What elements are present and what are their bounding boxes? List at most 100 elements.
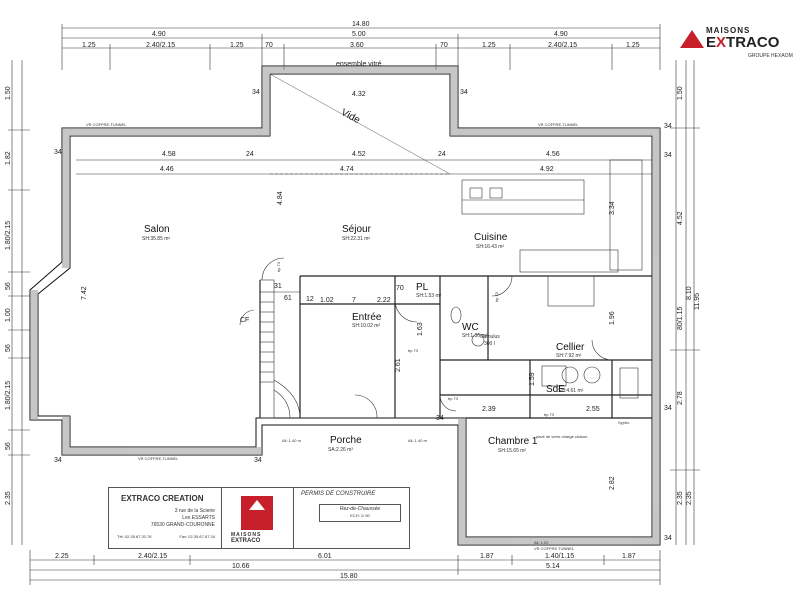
right-dimension-lines — [670, 60, 700, 545]
dim-row-b: 4.92 — [540, 166, 554, 173]
dim-left: 56 — [5, 282, 12, 290]
dim-left: 1.82 — [5, 151, 12, 165]
bp73-label: bp 73 — [448, 396, 459, 401]
room-area: SH:10.02 m² — [352, 323, 380, 329]
brand-logo: MAISONS EXTRACO GROUPE HEXAOM — [680, 26, 798, 66]
bp73-label: bp 73 — [544, 412, 555, 417]
dim-163: 1.63 — [417, 322, 424, 336]
dim-top-row3: 1.25 — [482, 42, 496, 49]
dim-222: 2.22 — [377, 297, 391, 304]
dim-61: 61 — [284, 295, 292, 302]
staircase — [259, 279, 301, 419]
room-area: SH:15.65 m² — [498, 448, 526, 454]
dim-left: 1.80/2.15 — [5, 221, 12, 250]
room-area: SH:7.92 m² — [556, 353, 582, 359]
vr-coffre: VR COFFRE-TUNNEL — [138, 456, 179, 461]
dim-right: 8.10 — [686, 286, 693, 300]
dim-row-a: 24 — [438, 151, 446, 158]
room-name: Porche — [330, 435, 362, 446]
title-block-logo: MAISONS EXTRACO — [221, 488, 294, 548]
dim-159: 1.59 — [529, 372, 536, 386]
dim-left: 56 — [5, 344, 12, 352]
dim-right: 4.52 — [677, 211, 684, 225]
dim-row-a: 4.56 — [546, 151, 560, 158]
company-address: 76530 GRAND-COURONNE — [150, 522, 215, 528]
dim-overall-top: 14.80 — [352, 21, 370, 28]
dim-31: 31 — [274, 283, 282, 290]
dim-34: 34 — [54, 149, 62, 156]
dim-top-row3: 1.25 — [82, 42, 96, 49]
top-dimension-lines — [61, 24, 661, 70]
bottom-dimension-lines — [29, 550, 661, 585]
dim-top-row3: 2.40/2.15 — [146, 42, 175, 49]
dim-top-left: 4.90 — [152, 31, 166, 38]
room-name: Chambre 1 — [488, 436, 538, 447]
room-name: WC — [462, 322, 479, 333]
mountain-icon — [249, 500, 265, 510]
title-block-permit: PERMIS DE CONSTRUIRE Rez-de-Chaussée ECH… — [293, 488, 409, 548]
dim-right: 2.35 — [677, 491, 684, 505]
dim-left: 56 — [5, 442, 12, 450]
dim-bottom: 1.87 — [480, 553, 494, 560]
dim-282: 2.82 — [609, 476, 616, 490]
permit-title: PERMIS DE CONSTRUIRE — [301, 491, 376, 497]
logo-text: MAISONS — [231, 532, 262, 538]
vr-coffre: VR COFFRE-TUNNEL — [86, 122, 127, 127]
all-label: All: 1.02 — [534, 540, 549, 545]
dim-102: 1.02 — [320, 297, 334, 304]
dim-34: 34 — [254, 457, 262, 464]
title-block: EXTRACO CREATION 3 rue de la Scierie Les… — [108, 487, 410, 549]
bp73-label: bp 73 — [408, 348, 419, 353]
outer-walls — [29, 65, 661, 546]
dim-70: 70 — [396, 285, 404, 292]
dim-bottom: 2.25 — [55, 553, 69, 560]
dim-top-row3: 70 — [440, 42, 448, 49]
dim-top-row3: 2.40/2.15 — [548, 42, 577, 49]
brand-top: MAISONS — [706, 26, 751, 35]
cf-label: CF — [240, 317, 249, 324]
dim-484: 4.84 — [277, 191, 284, 205]
dim-top-right: 4.90 — [554, 31, 568, 38]
room-area: SA:2.26 m² — [328, 447, 353, 453]
dim-row-b: 4.46 — [160, 166, 174, 173]
dim-bottom: 1.40/1.15 — [545, 553, 574, 560]
company-tel: Tél: 02.35.67.20.76 — [117, 534, 152, 539]
dim-34: 34 — [252, 89, 260, 96]
room-area: SH:16.43 m² — [476, 244, 504, 250]
room-name: Cellier — [556, 342, 585, 353]
level-name: Rez-de-Chaussée — [339, 506, 381, 512]
dim-432: 4.32 — [352, 91, 366, 98]
vitre-label: ensemble vitré — [336, 61, 382, 68]
dim-239: 2.39 — [482, 406, 496, 413]
dim-right: 80/1.15 — [677, 307, 684, 330]
dim-255: 2.55 — [586, 406, 600, 413]
cumulus-label: Cumulus — [480, 334, 500, 340]
dim-7: 7 — [352, 297, 356, 304]
cumulus-volume: 300 l — [484, 341, 495, 347]
dim-261: 2.61 — [395, 358, 402, 372]
logo-text: EXTRACO — [231, 538, 261, 544]
company-fax: Fax: 02.35.67.67.34 — [179, 534, 215, 539]
dim-bottom: 2.40/2.15 — [138, 553, 167, 560]
dim-top-row3: 3.60 — [350, 42, 364, 49]
dim-right: 1.50 — [677, 86, 684, 100]
dim-right: 2.78 — [677, 391, 684, 405]
level-box: Rez-de-Chaussée ECH: 1/ 50 — [319, 504, 401, 522]
wall-hatch — [30, 66, 660, 545]
room-area: SH:1.36 m² — [462, 333, 488, 339]
dim-left: 1.00 — [5, 308, 12, 322]
all-label: All: 1.40 m — [408, 438, 428, 443]
dim-left: 1.50 — [5, 86, 12, 100]
dim-right: 11.95 — [694, 293, 701, 310]
dim-bottom: 6.01 — [318, 553, 332, 560]
dim-right-inner: 34 — [664, 535, 672, 542]
dim-34: 34 — [436, 415, 444, 422]
dim-bottom-overall: 15.80 — [340, 573, 358, 580]
bp73-label: bp 73 — [494, 291, 499, 302]
all-label: All: 1.40 m — [282, 438, 302, 443]
bp73-label: bp 73 — [276, 261, 281, 272]
room-name: Entrée — [352, 312, 382, 323]
dim-bottom-mid-right: 5.14 — [546, 563, 560, 570]
room-name: SdE — [546, 384, 565, 395]
